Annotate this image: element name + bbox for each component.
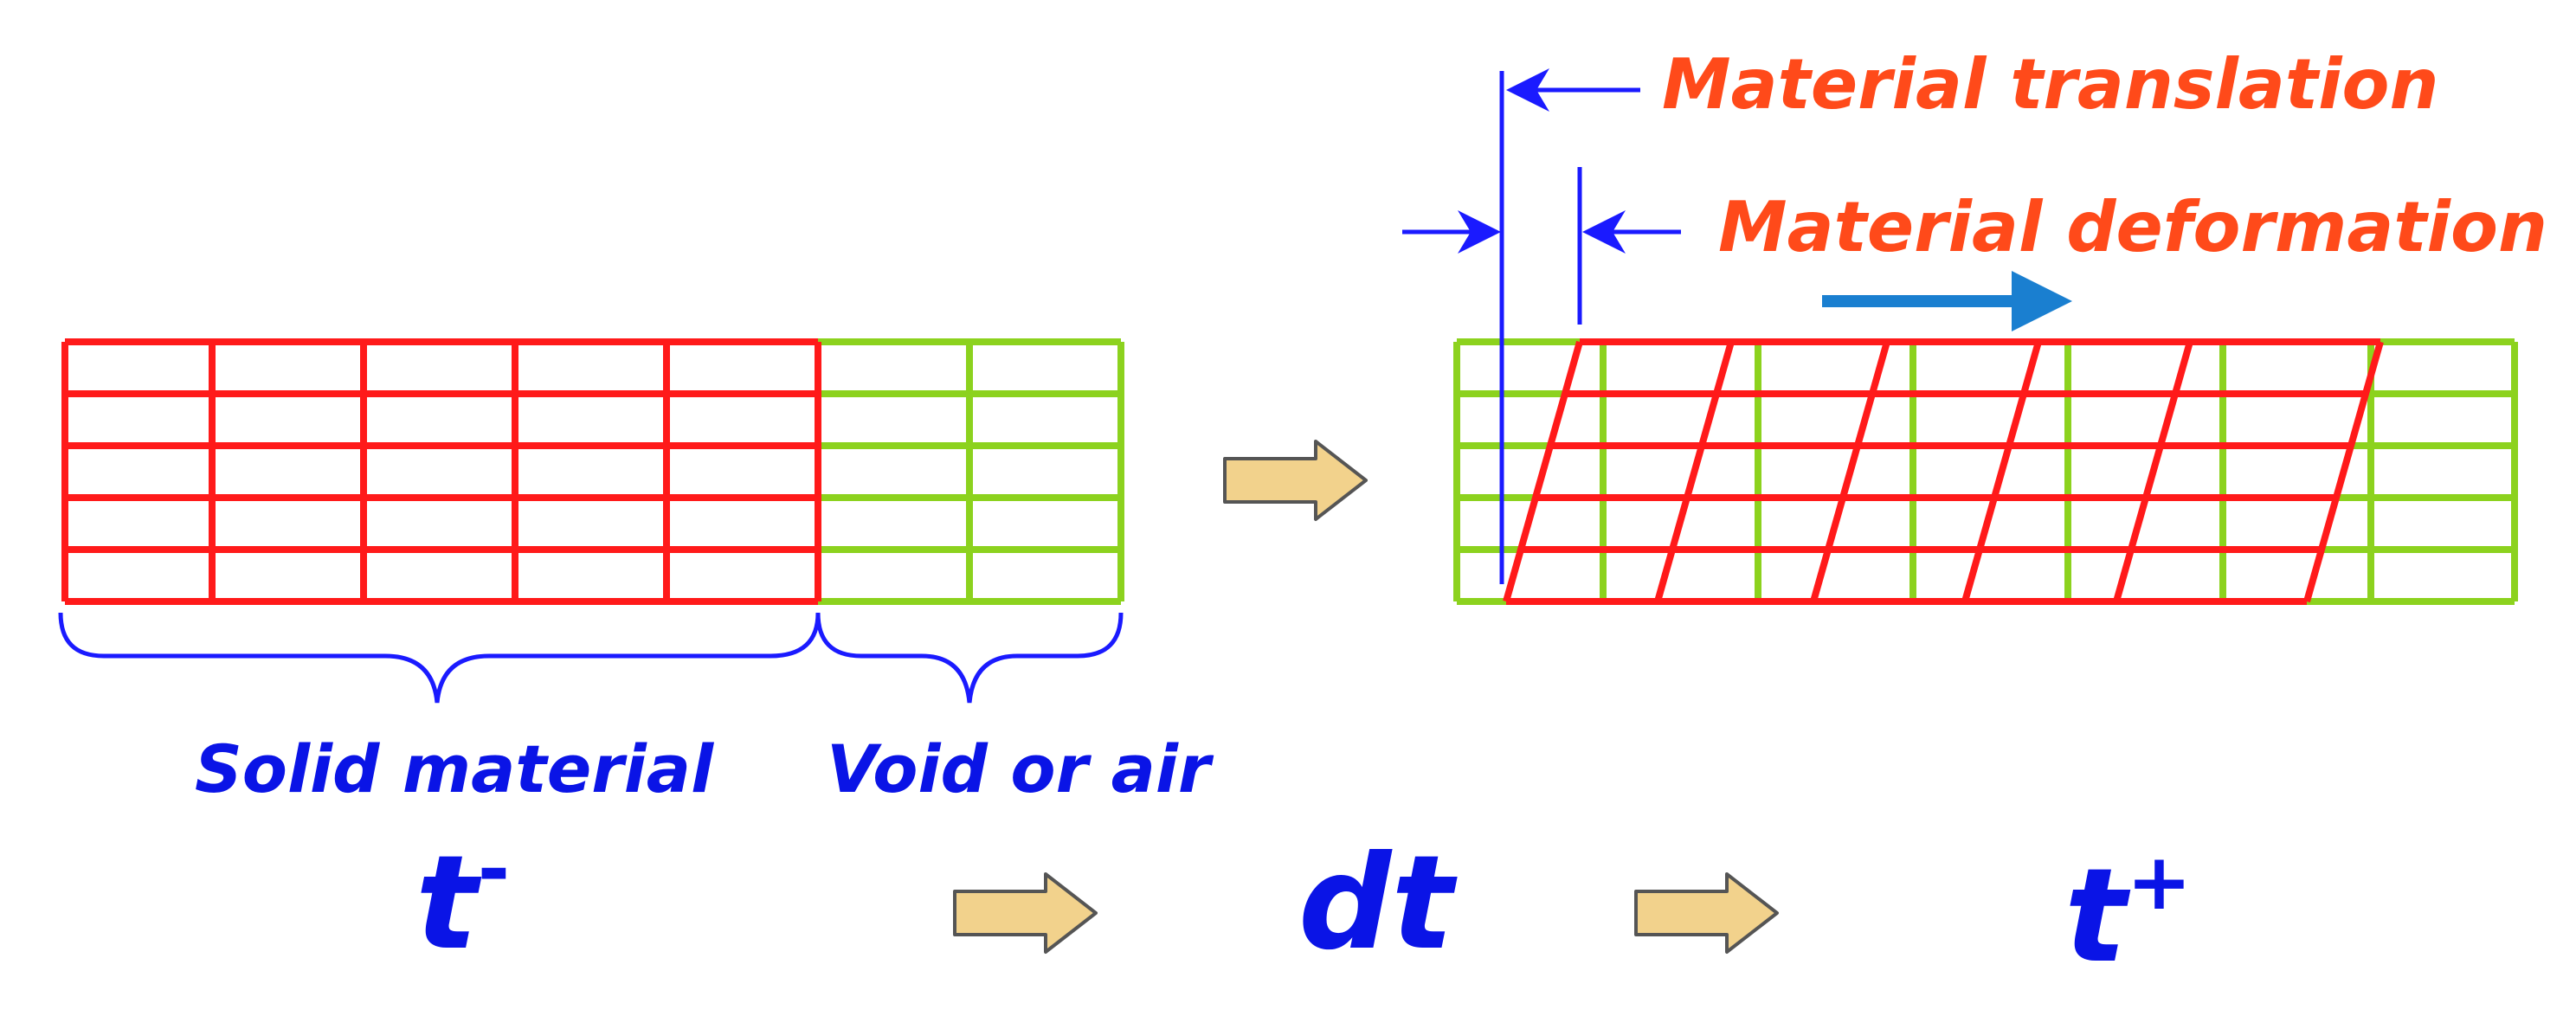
step-arrow-icon (953, 872, 1098, 954)
mesh-line (1654, 340, 1735, 603)
mesh-line (1503, 340, 1583, 603)
void-or-air-label: Void or air (827, 730, 1214, 807)
time-step-label: dt (1298, 828, 1458, 979)
void-background-grid (1453, 338, 2518, 605)
step-arrow-icon (1223, 440, 1368, 521)
solid-material-label: Solid material (195, 730, 714, 807)
time-before-label: t- (415, 824, 510, 979)
solid-material-grid (61, 338, 821, 605)
void-or-air-brace (815, 612, 1124, 704)
mesh-line (1810, 340, 1890, 603)
final-state-mesh (1453, 338, 2518, 605)
initial-state-mesh (61, 338, 1124, 605)
step-arrow-icon (1634, 872, 1779, 954)
mesh-line (1961, 340, 2042, 603)
dimension-lines (1402, 68, 1681, 584)
mesh-line (2113, 340, 2193, 603)
region-braces (58, 612, 1124, 704)
material-deformation-label: Material deformation (1718, 187, 2547, 267)
deformed-material-grid (1503, 338, 2384, 605)
mesh-line (2303, 340, 2384, 603)
material-translation-label: Material translation (1662, 44, 2438, 125)
void-region-grid (818, 338, 1124, 605)
solid-material-brace (58, 612, 821, 704)
time-after-label: t+ (2064, 837, 2192, 992)
